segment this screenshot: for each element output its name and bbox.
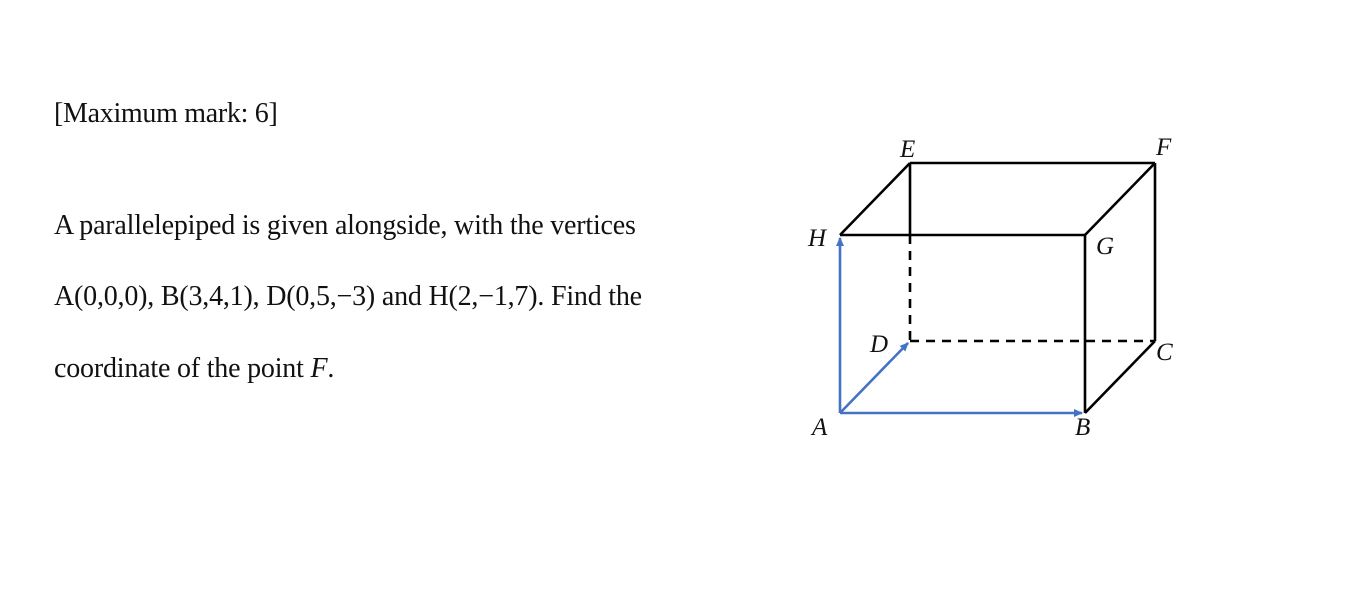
vector-ad [839, 342, 909, 414]
label-h: H [807, 225, 828, 252]
label-f: F [1155, 134, 1172, 161]
label-e: E [899, 136, 915, 163]
label-c: C [1156, 339, 1173, 366]
question-line-3-text: coordinate of the point [54, 353, 311, 384]
question-line-2: A(0,0,0), B(3,4,1), D(0,5,−3) and H(2,−1… [54, 281, 642, 312]
hidden-edges [908, 235, 1155, 343]
position-vectors [836, 237, 1083, 417]
question-line-3-end: . [327, 353, 335, 384]
question-line-3: coordinate of the point F. [54, 353, 334, 385]
label-g: G [1096, 233, 1114, 260]
label-b: B [1075, 414, 1090, 441]
label-d: D [869, 331, 888, 358]
point-f-variable: F [310, 353, 328, 384]
maximum-mark: [Maximum mark: 6] [54, 98, 278, 129]
label-a: A [810, 414, 828, 441]
visible-edges [839, 161, 1157, 414]
question-line-1: A parallelepiped is given alongside, wit… [54, 210, 636, 241]
